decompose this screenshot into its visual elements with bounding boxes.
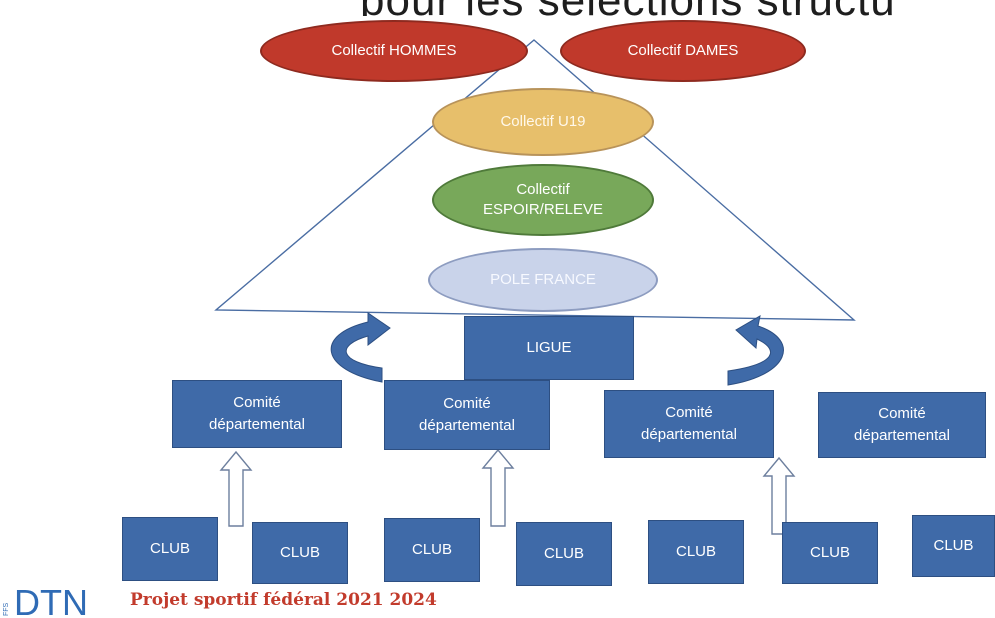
pole-france-ellipse: POLE FRANCE (428, 248, 658, 312)
collectif-dames-ellipse: Collectif DAMES (560, 20, 806, 82)
comite-4-line2: départemental (854, 427, 950, 444)
club-box-3: CLUB (384, 518, 480, 582)
right-curved-arrow (727, 315, 784, 386)
comite-4-line1: Comité (878, 405, 926, 422)
ligue-box: LIGUE (464, 316, 634, 380)
club-7-label: CLUB (933, 537, 974, 554)
dtn-logo-text: DTN (14, 582, 88, 618)
dtn-logo-vertical: FFS (3, 602, 10, 616)
club-box-2: CLUB (252, 522, 348, 584)
collectif-espoir-line2: ESPOIR/RELEVE (482, 201, 604, 218)
cut-off-title-text: pour les sélections structu (360, 0, 896, 16)
footer-title: Projet sportif fédéral 2021 2024 (130, 590, 437, 610)
club-box-7: CLUB (912, 515, 995, 577)
up-arrow-2 (481, 448, 515, 527)
collectif-hommes-label: Collectif HOMMES (331, 42, 457, 59)
dtn-logo: FFS DTN (3, 582, 88, 618)
cut-off-title: pour les sélections structu (360, 0, 995, 16)
club-2-label: CLUB (279, 544, 320, 561)
pole-france-label: POLE FRANCE (490, 271, 596, 288)
club-box-6: CLUB (782, 522, 878, 584)
collectif-espoir-ellipse: Collectif ESPOIR/RELEVE (432, 164, 654, 236)
club-6-label: CLUB (809, 544, 850, 561)
club-box-5: CLUB (648, 520, 744, 584)
comite-box-2: Comité départemental (384, 380, 550, 450)
club-4-label: CLUB (543, 545, 584, 562)
collectif-dames-label: Collectif DAMES (627, 42, 739, 59)
club-1-label: CLUB (149, 540, 190, 557)
comite-box-4: Comité départemental (818, 392, 986, 458)
collectif-espoir-label: Collectif ESPOIR/RELEVE (483, 180, 603, 220)
up-arrow-1 (219, 450, 253, 527)
collectif-u19-ellipse: Collectif U19 (432, 88, 654, 156)
club-5-label: CLUB (675, 543, 716, 560)
comite-3-line1: Comité (665, 404, 713, 421)
comite-box-3: Comité départemental (604, 390, 774, 458)
comite-3-line2: départemental (641, 426, 737, 443)
club-3-label: CLUB (411, 541, 452, 558)
collectif-hommes-ellipse: Collectif HOMMES (260, 20, 528, 82)
comite-1-line2: départemental (209, 416, 305, 433)
club-box-4: CLUB (516, 522, 612, 586)
left-curved-arrow (330, 312, 391, 383)
comite-box-1: Comité départemental (172, 380, 342, 448)
collectif-espoir-line1: Collectif (516, 181, 570, 198)
comite-2-line2: départemental (419, 417, 515, 434)
pyramid-triangle (214, 39, 856, 321)
club-box-1: CLUB (122, 517, 218, 581)
comite-2-line1: Comité (443, 395, 491, 412)
ligue-label: LIGUE (526, 339, 572, 356)
comite-1-line1: Comité (233, 394, 281, 411)
collectif-u19-label: Collectif U19 (500, 113, 586, 130)
